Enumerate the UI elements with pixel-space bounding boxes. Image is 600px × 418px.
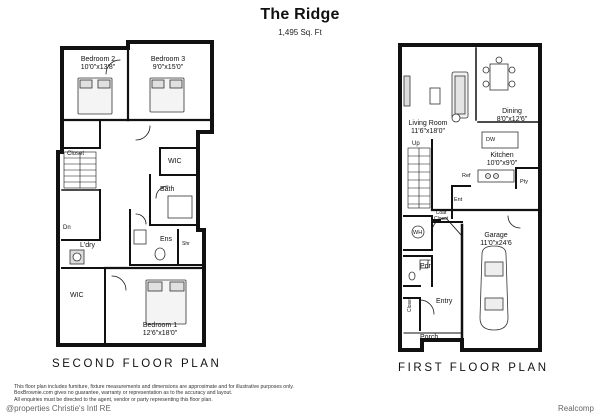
porch-label: Porch: [420, 334, 439, 341]
up-label: Up: [412, 141, 420, 147]
bedroom-3-label: Bedroom 3 9'0"x15'0": [138, 56, 198, 72]
first-floor-walls: [398, 43, 542, 352]
bedroom-2-dimensions: 10'0"x13'8": [80, 64, 116, 71]
down-label: Dn: [63, 225, 71, 231]
garage-dimensions: 11'0"x24'6: [480, 240, 512, 247]
square-footage: 1,495 Sq. Ft: [278, 28, 322, 37]
bedroom-1-name: Bedroom 1: [142, 322, 178, 329]
stairs-upper: [63, 151, 97, 189]
furniture-lower: [403, 56, 519, 331]
bedroom-2-label: Bedroom 2 10'0"x13'8": [70, 56, 126, 72]
water-heater-label: WH: [413, 230, 423, 236]
bath-label: Bath: [160, 186, 175, 193]
credit-right: Realcomp: [557, 404, 594, 413]
second-floor-plan-title: SECOND FLOOR PLAN: [52, 358, 222, 370]
powder-room-label: Pdr: [420, 263, 431, 270]
kitchen-name: Kitchen: [490, 152, 514, 159]
living-room-name: Living Room: [408, 120, 448, 127]
plan-title: The Ridge: [260, 6, 340, 23]
second-floor-walls: [56, 40, 214, 347]
dishwasher-label: DW: [486, 137, 496, 143]
refrigerator-label: Ref: [462, 173, 471, 179]
garage-name: Garage: [484, 232, 508, 239]
laundry-label: L'dry: [80, 242, 95, 249]
bedroom-1-label: Bedroom 1 12'6"x18'0": [130, 322, 190, 338]
entry-label: Entry: [436, 298, 453, 305]
disclaimer: This floor plan includes furniture, fixt…: [14, 384, 354, 403]
disclaimer-line-2: BoxBrownie.com gives no guarantee, warra…: [14, 390, 233, 397]
living-room-dimensions: 11'6"x18'0": [411, 128, 445, 135]
credit-left: @properties Christie's Intl RE: [6, 404, 111, 413]
dining-name: Dining: [502, 108, 522, 115]
bedroom-3-dimensions: 9'0"x15'0": [152, 64, 184, 71]
disclaimer-line-1: This floor plan includes furniture, fixt…: [14, 384, 294, 390]
coat-closet-label: Coat Closet: [434, 210, 449, 222]
wic-lower-label: WIC: [70, 292, 84, 299]
disclaimer-line-3: All enquiries must be directed to the ag…: [14, 396, 213, 403]
garage-label: Garage 11'0"x24'6: [468, 232, 524, 248]
closet-label-lower: Closet: [407, 297, 413, 312]
dining-dimensions: 8'0"x12'6": [496, 116, 528, 123]
bedroom-2-name: Bedroom 2: [80, 56, 116, 63]
shower-label: Shr: [182, 241, 190, 247]
bed-furniture-upper: [69, 77, 193, 325]
closet-label-upper: Closet: [67, 151, 85, 157]
wic-upper-label: WIC: [168, 158, 182, 165]
pantry-label: Pty: [520, 179, 528, 185]
kitchen-dimensions: 10'0"x9'0": [486, 160, 518, 167]
ensuite-label: Ens: [160, 236, 173, 243]
kitchen-label: Kitchen 10'0"x9'0": [478, 152, 526, 168]
first-floor-plan-title: FIRST FLOOR PLAN: [398, 362, 549, 374]
ent-label: Ent: [454, 197, 463, 203]
dining-label: Dining 8'0"x12'6": [488, 108, 536, 124]
living-room-label: Living Room 11'6"x18'0": [400, 120, 456, 136]
stairs-lower: [407, 147, 431, 209]
bedroom-1-dimensions: 12'6"x18'0": [142, 330, 178, 337]
bedroom-3-name: Bedroom 3: [150, 56, 186, 63]
